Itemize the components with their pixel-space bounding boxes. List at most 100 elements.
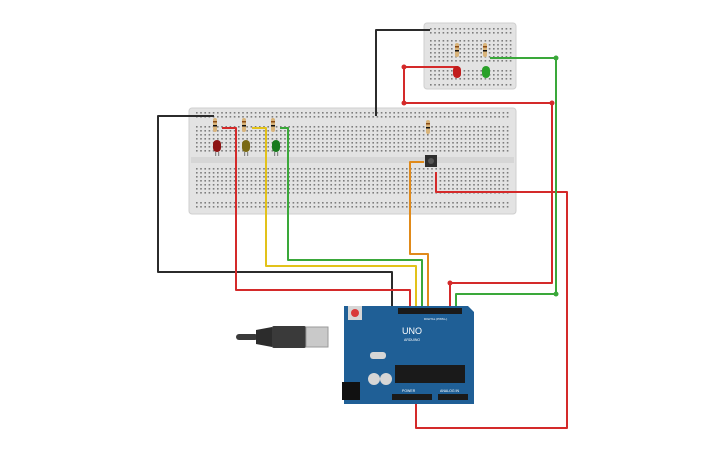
breadboard-hole <box>481 116 484 118</box>
resistor-4 <box>426 120 430 134</box>
breadboard-hole <box>469 168 471 170</box>
breadboard-hole <box>477 150 479 152</box>
breadboard-hole <box>427 134 429 136</box>
breadboard-hole <box>472 28 474 30</box>
breadboard-hole <box>364 180 366 182</box>
breadboard-hole <box>330 184 332 186</box>
breadboard-hole <box>460 202 463 204</box>
breadboard-hole <box>343 180 345 182</box>
breadboard-hole <box>376 168 379 170</box>
breadboard-hole <box>309 126 311 128</box>
breadboard-hole <box>196 150 198 152</box>
breadboard-hole <box>208 138 211 140</box>
breadboard-hole <box>322 206 324 208</box>
breadboard-hole <box>446 44 449 46</box>
breadboard-hole <box>389 126 391 128</box>
breadboard-hole <box>477 146 479 148</box>
breadboard-hole <box>334 150 337 152</box>
breadboard-hole <box>498 168 500 170</box>
small-breadboard[interactable] <box>423 22 517 90</box>
breadboard-hole <box>506 188 509 190</box>
breadboard-hole <box>393 138 395 140</box>
breadboard-hole <box>485 134 488 136</box>
power-header[interactable] <box>392 394 432 400</box>
breadboard-hole <box>376 172 379 174</box>
breadboard-hole <box>246 180 248 182</box>
breadboard-hole <box>469 138 471 140</box>
breadboard-hole <box>397 180 400 182</box>
breadboard-hole <box>469 172 471 174</box>
breadboard-hole <box>448 116 450 118</box>
led-red-main[interactable] <box>213 140 221 156</box>
led-red-small[interactable] <box>453 66 461 78</box>
breadboard-hole <box>469 130 471 132</box>
led-yellow-main[interactable] <box>242 140 250 156</box>
wire-black-left[interactable] <box>157 115 393 308</box>
breadboard-hole <box>502 150 505 152</box>
breadboard-hole <box>368 184 370 186</box>
breadboard-hole <box>196 146 198 148</box>
pushbutton-icon[interactable] <box>425 155 437 167</box>
digital-header[interactable] <box>398 308 462 314</box>
breadboard-hole <box>469 134 471 136</box>
breadboard-hole <box>259 130 261 132</box>
breadboard-hole <box>284 130 286 132</box>
wire-red-led[interactable] <box>222 127 411 308</box>
breadboard-hole <box>317 112 320 114</box>
breadboard-hole <box>326 168 328 170</box>
breadboard-hole <box>389 130 391 132</box>
breadboard-hole <box>385 112 387 114</box>
breadboard-hole <box>509 40 512 42</box>
arduino-uno-board[interactable]: UNO ARDUINO DIGITAL (PWM~) POWER ANALOG … <box>342 306 474 404</box>
led-green-main[interactable] <box>272 140 280 156</box>
breadboard-hole <box>497 52 499 54</box>
breadboard-hole <box>296 126 299 128</box>
breadboard-hole <box>296 180 299 182</box>
breadboard-hole <box>498 176 500 178</box>
breadboard-hole <box>401 150 404 152</box>
breadboard-hole <box>401 184 404 186</box>
breadboard-hole <box>280 168 282 170</box>
led-green-small[interactable] <box>482 66 490 78</box>
breadboard-hole <box>434 60 436 62</box>
breadboard-hole <box>418 112 421 114</box>
breadboard-hole <box>467 78 470 80</box>
breadboard-hole <box>305 142 307 144</box>
breadboard-hole <box>506 180 509 182</box>
usb-cable-icon <box>236 326 329 348</box>
breadboard-hole <box>494 130 496 132</box>
breadboard-hole <box>406 130 408 132</box>
wire-red-button[interactable] <box>415 172 568 429</box>
breadboard-hole <box>288 176 290 178</box>
breadboard-hole <box>410 146 412 148</box>
wire-yellow-led[interactable] <box>252 127 417 308</box>
analog-header[interactable] <box>438 394 468 400</box>
breadboard-hole <box>313 206 316 208</box>
breadboard-hole <box>338 172 341 174</box>
leds[interactable] <box>213 66 490 156</box>
breadboard-hole <box>467 70 470 72</box>
breadboard-hole <box>317 138 320 140</box>
breadboard-hole <box>372 206 374 208</box>
main-breadboard[interactable] <box>188 107 517 215</box>
breadboard-hole <box>422 202 425 204</box>
breadboard-hole <box>292 146 295 148</box>
breadboard-hole <box>225 184 227 186</box>
breadboard-hole <box>443 134 446 136</box>
breadboard-hole <box>246 206 248 208</box>
wire-black-top[interactable] <box>375 29 430 116</box>
breadboard-hole <box>267 184 269 186</box>
wire-orange-button[interactable] <box>409 161 429 308</box>
breadboard-hole <box>246 126 248 128</box>
breadboard-hole <box>502 130 505 132</box>
breadboard-hole <box>326 206 328 208</box>
breadboard-hole <box>267 138 269 140</box>
breadboard-hole <box>288 138 290 140</box>
wire-green-led[interactable] <box>280 127 423 308</box>
breadboard-hole <box>355 184 358 186</box>
breadboard-hole <box>326 202 328 204</box>
breadboard-hole <box>212 112 215 114</box>
breadboard-hole <box>460 150 463 152</box>
breadboard-hole <box>406 142 408 144</box>
breadboard-hole <box>484 84 487 86</box>
